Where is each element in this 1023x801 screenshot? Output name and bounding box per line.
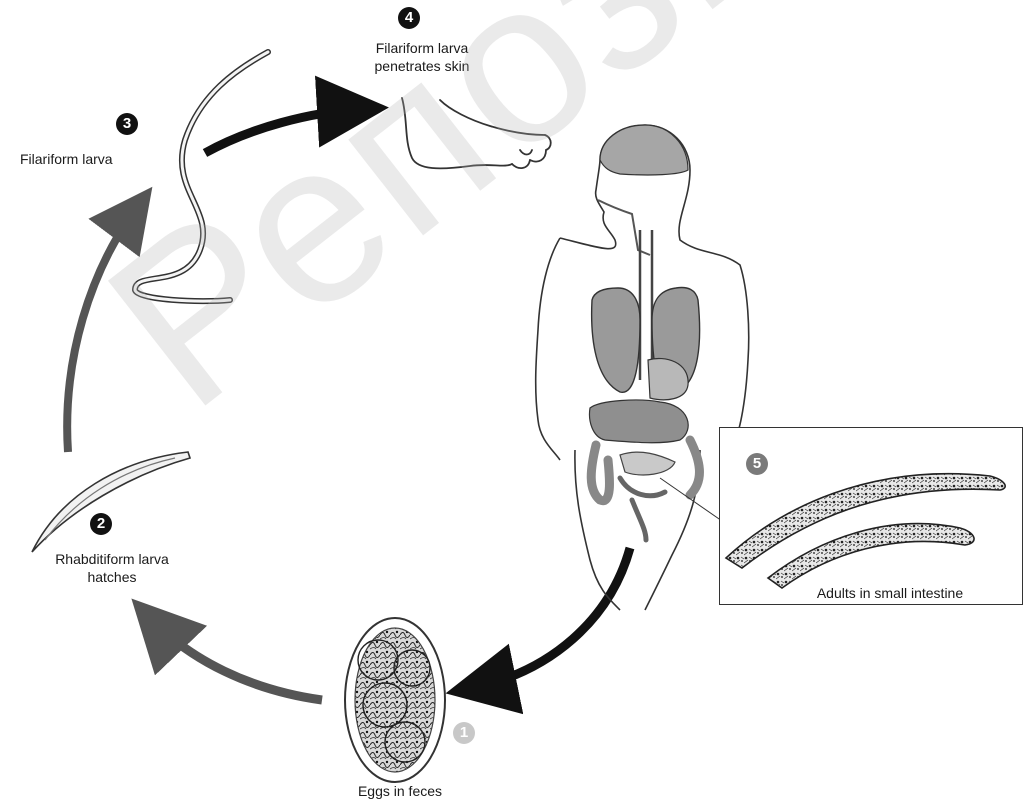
arrow-filariform-to-skin: [205, 109, 362, 153]
human-body-illustration: [536, 125, 749, 610]
adult-worms-inset: [719, 427, 1023, 605]
filariform-larva-illustration: [135, 52, 268, 301]
adult-worms-illustration: [720, 428, 1021, 603]
step-1-label: Eggs in feces: [345, 782, 455, 800]
foot-illustration: [402, 98, 551, 168]
step-2-label-line2: hatches: [22, 568, 202, 586]
step-4-label-line2: penetrates skin: [362, 57, 482, 75]
step-2-label: Rhabditiform larva hatches: [22, 550, 202, 586]
step-2-badge: 2: [90, 513, 112, 535]
step-4-label: Filariform larva penetrates skin: [362, 39, 482, 75]
rhabditiform-larva-illustration: [32, 452, 190, 552]
egg-illustration: [345, 618, 445, 782]
step-4-badge: 4: [398, 7, 420, 29]
arrow-eggs-to-rhabditiform: [150, 618, 322, 700]
step-5-badge: 5: [746, 453, 768, 475]
arrow-rhabditiform-to-filariform: [67, 206, 138, 452]
step-3-badge: 3: [116, 113, 138, 135]
step-2-label-line1: Rhabditiform larva: [22, 550, 202, 568]
arrow-body-to-eggs: [472, 548, 630, 688]
step-5-label: Adults in small intestine: [770, 584, 1010, 602]
step-3-label: Filariform larva: [20, 150, 150, 168]
step-1-badge: 1: [453, 722, 475, 744]
step-4-label-line1: Filariform larva: [362, 39, 482, 57]
